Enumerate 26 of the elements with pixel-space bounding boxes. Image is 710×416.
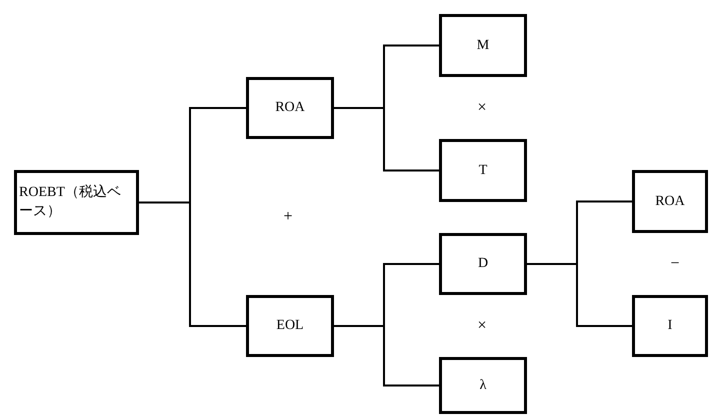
term-text: EOL [276, 318, 304, 334]
term-text: D [478, 256, 488, 272]
term-box [14, 170, 139, 235]
connector-line [139, 202, 246, 327]
term-box [632, 295, 708, 357]
connector-line [334, 325, 439, 386]
term-text: I [668, 318, 672, 334]
term-text: M [476, 38, 490, 54]
operator-symbol: × [477, 317, 487, 335]
term-box [632, 170, 708, 233]
term-text: ROA [275, 100, 305, 116]
term-box [439, 14, 527, 77]
term-box [439, 357, 527, 414]
term-box [246, 77, 334, 139]
connector-line [527, 263, 632, 327]
term-text: T [478, 162, 488, 178]
term-text: λ [480, 378, 486, 394]
term-box [439, 233, 527, 295]
operator-symbol: + [283, 208, 293, 226]
operator-symbol: × [477, 99, 487, 117]
term-text: ROEBT（税込ベース） [19, 184, 122, 220]
term-box [246, 295, 334, 357]
term-box [439, 139, 527, 202]
operator-symbol: − [670, 255, 680, 273]
term-text: ROA [655, 194, 685, 210]
connector-line [334, 107, 439, 172]
